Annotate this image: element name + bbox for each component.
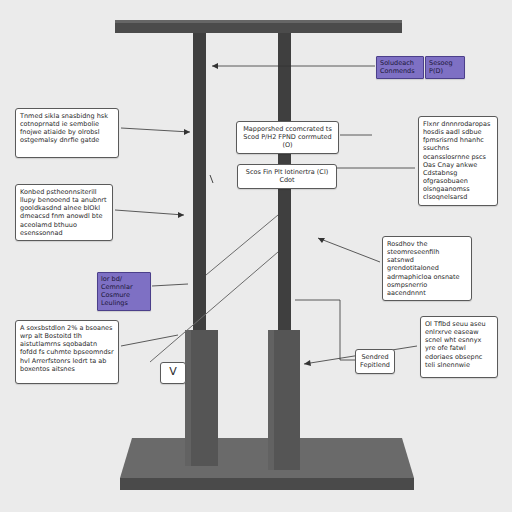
top-bar	[115, 20, 402, 33]
base-top	[120, 438, 414, 478]
callout-text: Scod P/H2 FPND corrmuted (O)	[241, 133, 334, 149]
left-sleeve-shade	[185, 330, 191, 466]
right-sleeve-shade	[268, 330, 274, 470]
callout-text: Konbed pstheonnsiterill llupy benooend t…	[20, 188, 108, 237]
callout-box: Ol Tflbd seuu aseu enlrxrve easeaw scnel…	[420, 316, 498, 378]
callout-box: Scos Fin Plt Iotinertra (Cl) Cdot	[237, 164, 337, 189]
left-sleeve	[185, 330, 218, 466]
callout-text: Soludeach Conmends	[380, 59, 420, 75]
callout-box: Tnmed sikla snasbidng hsk cotnoprnatd ie…	[15, 108, 119, 158]
callout-text: A soxsbstdlon 2% a bsoanes wrp alt Bosto…	[20, 324, 114, 373]
arrowhead	[184, 129, 190, 135]
callout-text: Tnmed sikla snasbidng hsk cotnoprnatd ie…	[20, 112, 114, 145]
leader-line	[318, 238, 380, 262]
callout-text: Flxnr dnnnrodaropas hosdis aadl sdbue fp…	[423, 120, 493, 201]
callout-box: Mapporshed ccomcrated tsScod P/H2 FPND c…	[236, 121, 339, 154]
leader-line	[340, 135, 372, 136]
arrowhead	[212, 63, 218, 69]
callout-box: A soxsbstdlon 2% a bsoanes wrp alt Bosto…	[15, 320, 119, 384]
leader-line	[295, 300, 355, 360]
callout-text: Scos Fin Plt Iotinertra (Cl) Cdot	[242, 168, 332, 184]
callout-box: Konbed pstheonnsiterill llupy benooend t…	[15, 184, 113, 241]
callout-text: Sesoeg P(D)	[429, 59, 461, 75]
arrowhead	[304, 360, 311, 366]
callout-box: Rosdhov the steomreseenfilh satsnwd gren…	[382, 236, 472, 301]
callout-text: lor bd/ Cemnnlar Cosmure Leulings	[101, 275, 147, 308]
right-sleeve	[268, 330, 300, 470]
brace-line	[206, 215, 278, 275]
callout-text: Sendred Fepitlend	[360, 353, 390, 369]
left-pole	[193, 33, 206, 333]
callout-text: V	[165, 366, 181, 377]
callout-box: V	[160, 362, 186, 384]
highlight-tag: lor bd/ Cemnnlar Cosmure Leulings	[97, 272, 151, 311]
callout-text: Ol Tflbd seuu aseu enlrxrve easeaw scnel…	[425, 320, 493, 369]
brace-line	[150, 252, 278, 362]
leader-lines	[115, 66, 417, 364]
top-bar-highlight	[115, 20, 402, 23]
leader-line	[115, 210, 184, 215]
arrowhead	[318, 238, 325, 243]
leader-line	[152, 284, 188, 286]
leader-line	[121, 128, 190, 132]
tick-mark	[210, 175, 213, 183]
arrowhead	[178, 212, 184, 218]
callout-text: Mapporshed ccomcrated ts	[241, 125, 334, 133]
callout-box: Flxnr dnnnrodaropas hosdis aadl sdbue fp…	[418, 116, 498, 206]
callout-text: Rosdhov the steomreseenfilh satsnwd gren…	[387, 240, 467, 297]
base-edge	[120, 478, 414, 490]
leader-line	[121, 335, 178, 346]
highlight-tag: Soludeach Conmends	[376, 56, 424, 79]
highlight-tag: Sesoeg P(D)	[425, 56, 465, 79]
callout-box: Sendred Fepitlend	[355, 349, 395, 374]
leader-line	[212, 66, 375, 67]
arrowheads	[178, 63, 325, 366]
